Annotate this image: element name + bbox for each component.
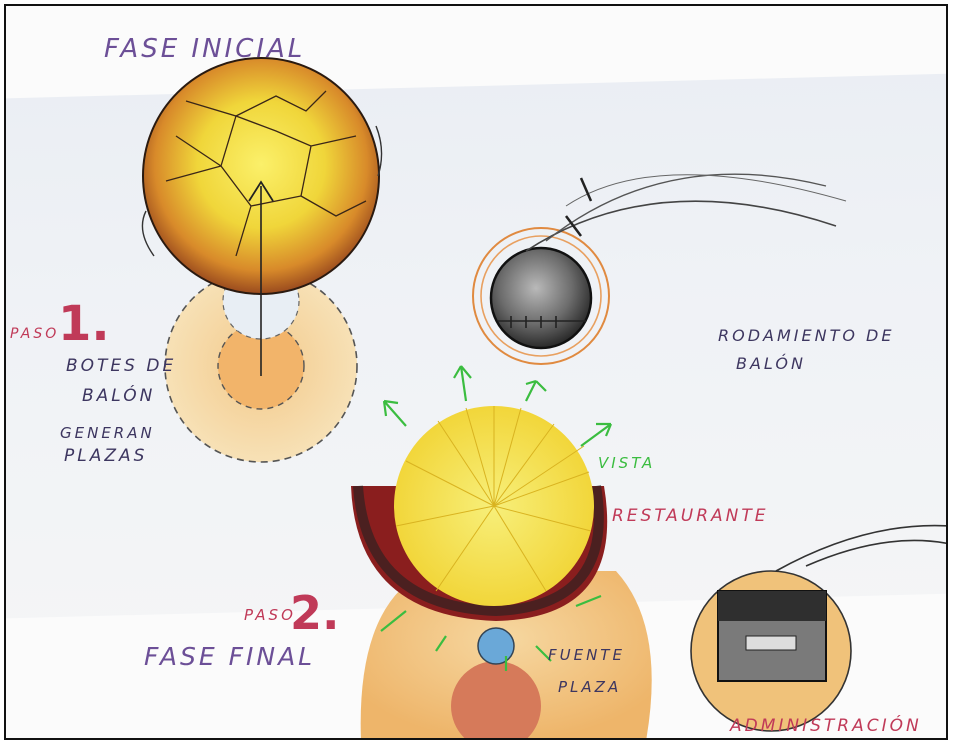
label-fuente: FUENTE [548, 646, 625, 664]
sketch-frame: FASE INICIAL PASO 1. BOTES DE BALÓN GENE… [4, 4, 948, 740]
view-burst [394, 406, 594, 606]
label-rodamiento-line1: RODAMIENTO DE [718, 326, 894, 345]
label-plaza: PLAZA [558, 678, 621, 696]
label-restaurante: RESTAURANTE [612, 506, 769, 526]
label-fase-final: FASE FINAL [144, 642, 315, 671]
label-paso-1-number: 1. [58, 296, 110, 352]
label-generan-line1: GENERAN [60, 424, 155, 442]
label-fase-inicial: FASE INICIAL [104, 34, 305, 64]
label-rodamiento-line2: BALÓN [736, 354, 806, 373]
administration-building [691, 526, 948, 731]
label-paso-2: PASO [244, 606, 296, 624]
label-administracion: ADMINISTRACIÓN [730, 716, 922, 736]
label-generan-line2: PLAZAS [64, 446, 147, 466]
label-botes-line2: BALÓN [82, 386, 155, 406]
label-paso-1: PASO [10, 326, 59, 342]
label-vista: VISTA [598, 454, 655, 472]
label-botes-line1: BOTES DE [66, 356, 176, 376]
label-paso-2-number: 2. [290, 586, 339, 640]
